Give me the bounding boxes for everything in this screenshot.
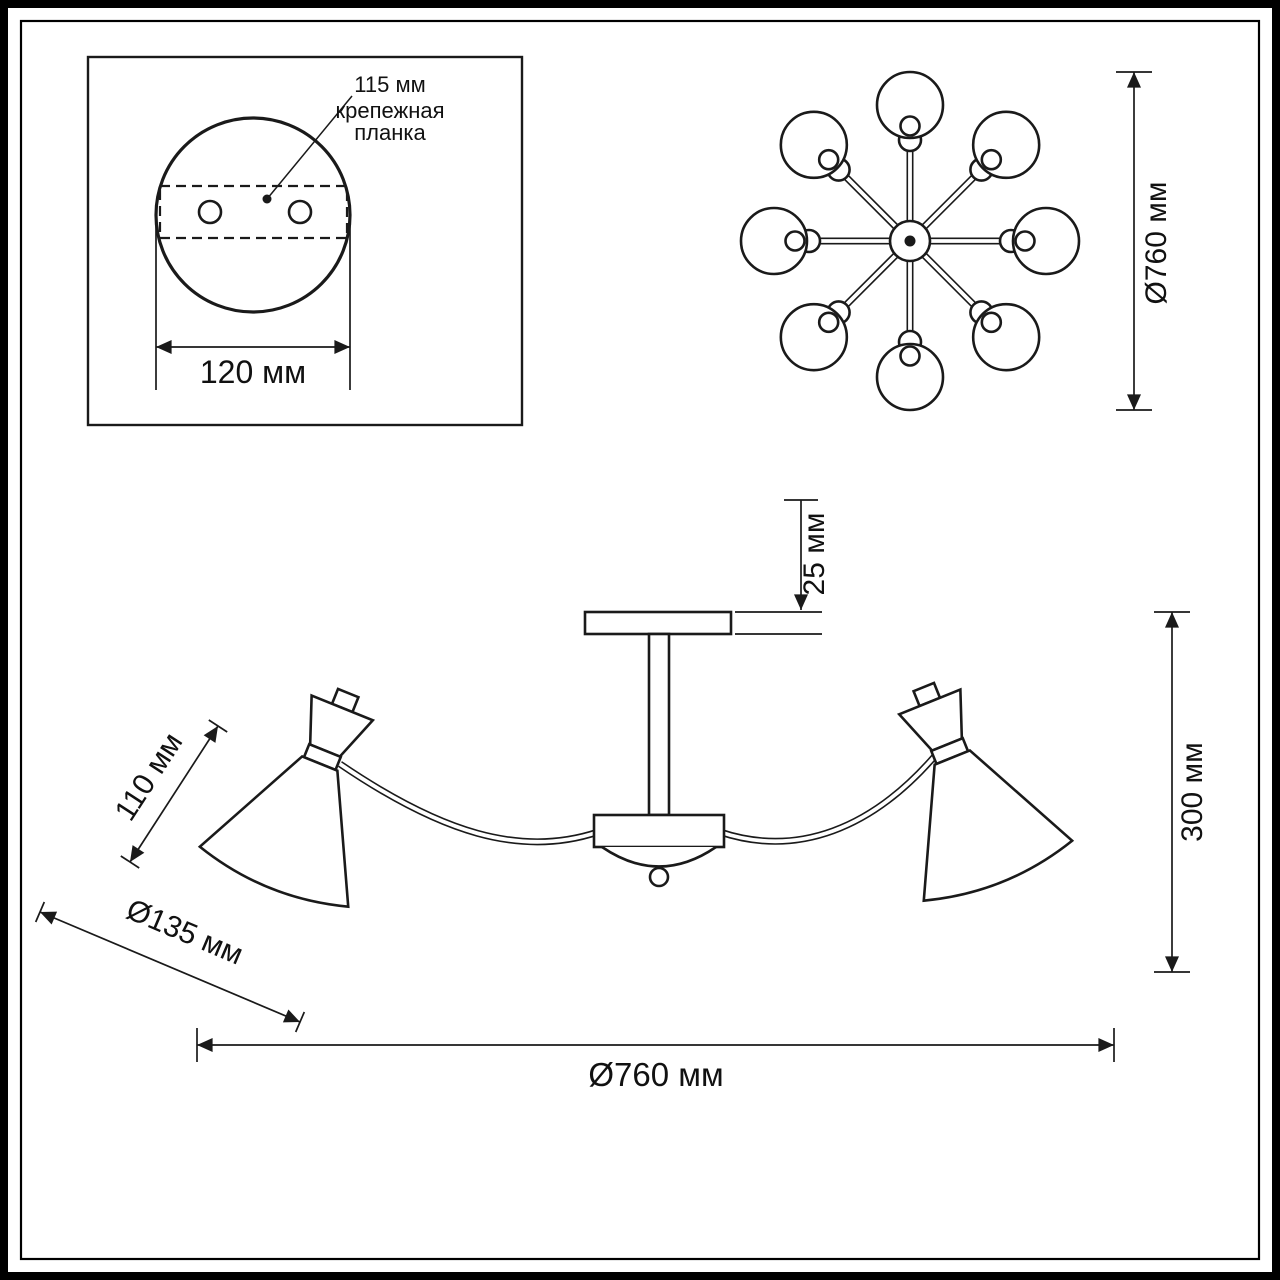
fixture-diameter-label: Ø760 мм: [588, 1056, 723, 1093]
mounting-plate-dashed-outline: [158, 184, 349, 240]
top-view-hub-center: [904, 235, 916, 247]
mount-hole-spacing-label: 115 мм: [354, 72, 425, 97]
right-arm-inner: [719, 755, 936, 844]
mount-plate-label-line1: крепежная: [335, 98, 444, 123]
dimension-fixture-diameter: Ø760 мм: [196, 1028, 1115, 1093]
mounting-detail-box: [86, 55, 524, 427]
top-view: Ø760 мм: [741, 72, 1173, 410]
frame-inner-border: [19, 19, 1261, 1261]
dimension-fixture-height: 300 мм: [1154, 611, 1209, 973]
mounting-detail: 115 мм крепежная планка 120 мм: [86, 55, 524, 427]
ceiling-plate: [583, 610, 733, 636]
finial-ball: [648, 866, 670, 888]
leader-line: [266, 95, 353, 200]
stem: [647, 632, 671, 817]
dimension-canopy-height: 25 мм: [735, 499, 831, 635]
dimension-line: [39, 911, 301, 1023]
mounting-hole-right: [287, 199, 313, 225]
hub-body: [592, 813, 726, 849]
side-view: [194, 610, 1078, 920]
canopy-circle: [154, 116, 352, 314]
mounting-hole-left: [197, 199, 223, 225]
dimension-top-view-diameter: Ø760 мм: [1116, 71, 1173, 411]
hub-dome: [601, 845, 717, 868]
dimension-line: [129, 725, 219, 863]
dimension-mount-plate-width: 120 мм: [155, 222, 351, 390]
fixture-height-label: 300 мм: [1176, 742, 1209, 842]
top-view-diameter-label: Ø760 мм: [1140, 182, 1173, 305]
mount-plate-label-line2: планка: [354, 120, 426, 145]
left-arm-inner: [338, 762, 599, 844]
canopy-height-label: 25 мм: [798, 513, 831, 596]
mount-plate-width-label: 120 мм: [200, 354, 306, 390]
